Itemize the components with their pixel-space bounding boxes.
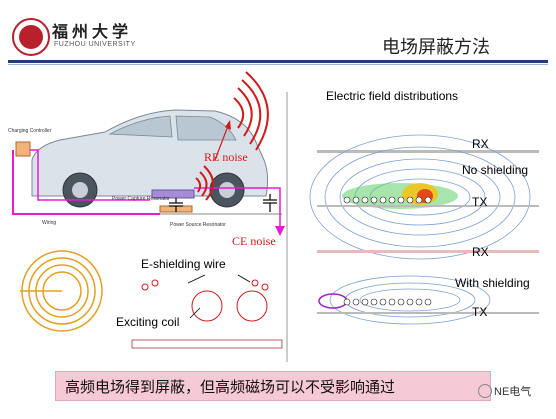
wiring-line-2 (30, 149, 150, 201)
e-shielding-wire-label: E-shielding wire (141, 257, 226, 271)
exciting-coil-label: Exciting coil (116, 315, 180, 329)
field-distribution-heading: Electric field distributions (326, 89, 459, 103)
no-shielding-label: No shielding (462, 163, 529, 177)
university-logo (12, 18, 50, 56)
capacitor-symbol (169, 194, 277, 212)
caption-text: 高频电场得到屏蔽，但高频磁场可以不受影响通过 (65, 378, 396, 396)
re-noise-label: RE noise (204, 150, 248, 164)
wechat-icon (478, 384, 492, 398)
wiring-line (12, 150, 160, 215)
re-noise-waves-upper (233, 71, 269, 151)
power-capture-resonator (151, 189, 195, 199)
header-divider-thin (8, 64, 548, 65)
power-source-resonator-label: Power Source Resonator (170, 222, 226, 228)
slide-title: 电场屏蔽方法 (382, 37, 490, 58)
car-illustration (14, 109, 282, 215)
tx-label-top: TX (472, 195, 488, 209)
tx-plate-top (317, 205, 539, 207)
tx-label-bottom: TX (472, 305, 488, 319)
rx-plate-bottom (317, 250, 539, 253)
rx-label-bottom: RX (472, 245, 489, 259)
re-noise-waves-lower (195, 165, 214, 201)
wiring-label: Wiring (42, 220, 57, 226)
rx-plate-top (317, 150, 539, 153)
shielding-wire-sections (141, 279, 269, 322)
coil-cross-section-top (343, 196, 432, 204)
with-shielding-label: With shielding (455, 276, 530, 290)
caption-bar (55, 371, 491, 401)
ce-noise-label: CE noise (232, 234, 276, 248)
rx-label-top: RX (472, 137, 489, 151)
coil-cross-section-bottom (343, 298, 432, 306)
field-lines-with-shielding (329, 275, 491, 325)
bottom-plate (131, 339, 283, 349)
watermark-text: NE电气 (494, 386, 532, 398)
university-english-name: FUZHOU UNIVERSITY (54, 41, 136, 48)
tx-plate-bottom (317, 312, 539, 314)
university-name: 福州大学 (52, 22, 133, 41)
charging-controller-label: Charging Controller (8, 128, 52, 134)
header-divider (8, 60, 548, 63)
charging-controller-box (15, 141, 31, 157)
ce-noise-path (194, 187, 281, 232)
power-capture-resonator-label: Power Capture Resonator (112, 196, 170, 202)
